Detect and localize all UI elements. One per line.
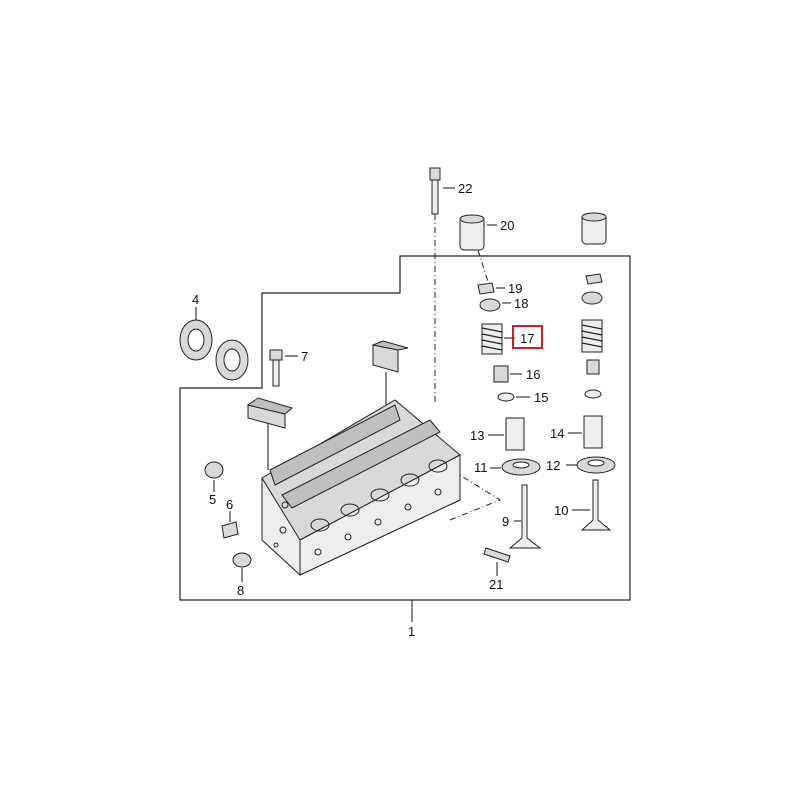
highlight-box-callout-17	[512, 325, 543, 349]
part-7-bolt	[269, 349, 298, 387]
callout-6: 6	[226, 497, 233, 512]
callout-21: 21	[489, 577, 503, 592]
cylinder-head	[246, 340, 461, 576]
callout-4: 4	[192, 292, 199, 307]
callout-15: 15	[534, 390, 548, 405]
callout-16: 16	[526, 367, 540, 382]
valve-stack-left	[459, 214, 542, 549]
part-21-stud	[449, 474, 511, 576]
callout-12: 12	[546, 458, 560, 473]
part-8-plug	[232, 552, 252, 582]
part-5-plug	[204, 461, 224, 492]
callout-22: 22	[458, 181, 472, 196]
callout-5: 5	[209, 492, 216, 507]
callout-17: 17	[520, 331, 534, 346]
callout-20: 20	[500, 218, 514, 233]
callout-19: 19	[508, 281, 522, 296]
part-22-bolt	[429, 167, 455, 405]
callout-11: 11	[474, 460, 488, 475]
callout-7: 7	[301, 349, 308, 364]
callout-9: 9	[502, 514, 509, 529]
valve-stack-right	[566, 212, 616, 531]
callout-13: 13	[470, 428, 484, 443]
callout-18: 18	[514, 296, 528, 311]
part-4-seals	[179, 307, 249, 381]
callout-10: 10	[554, 503, 568, 518]
callout-14: 14	[550, 426, 564, 441]
callout-1: 1	[408, 624, 415, 639]
part-17-valve-spring	[481, 323, 503, 355]
part-6-spring	[221, 511, 239, 539]
callout-8: 8	[237, 583, 244, 598]
assembly-frame	[179, 255, 631, 601]
